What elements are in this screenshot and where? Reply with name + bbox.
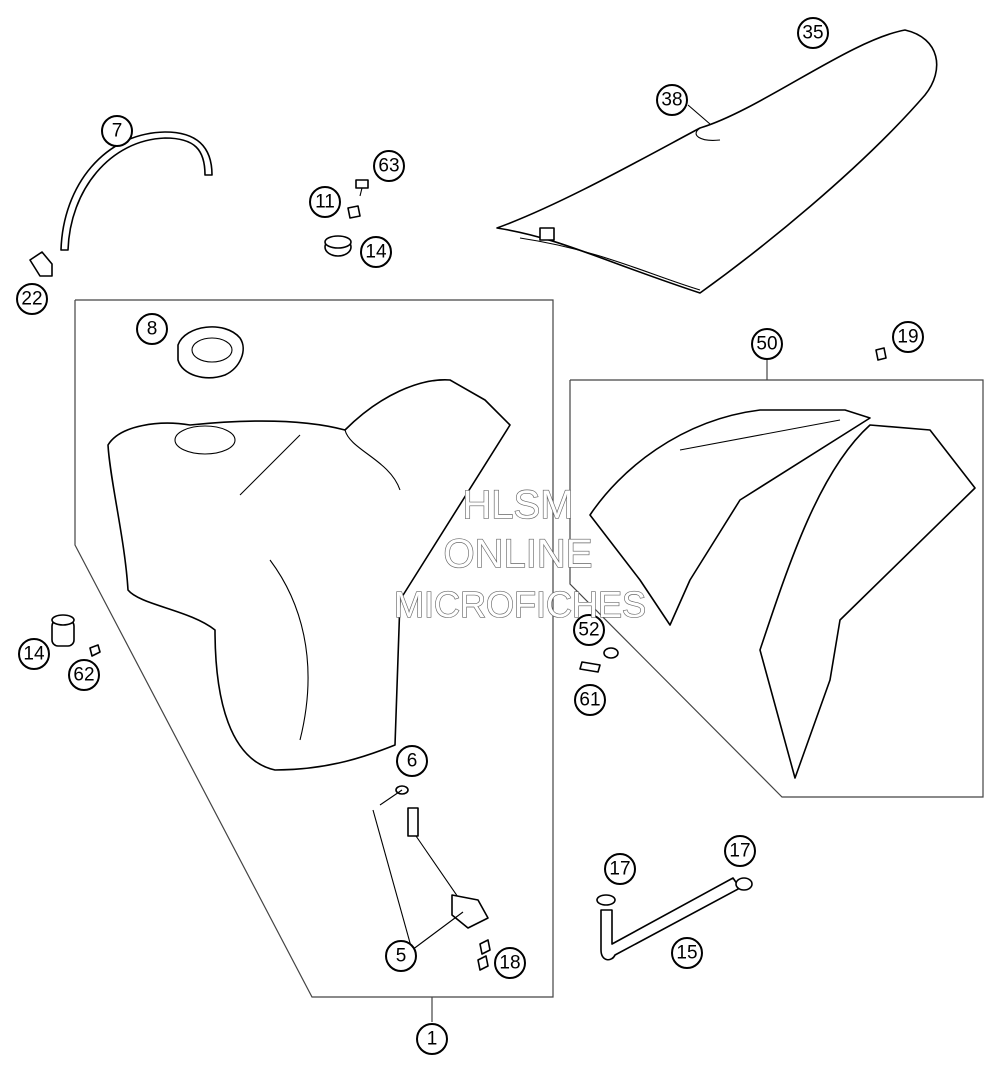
screw-63-part (355, 179, 369, 197)
callout-52-label: 52 (578, 620, 599, 641)
callout-7-label: 7 (112, 121, 123, 142)
watermark-line-3: MICROFICHES (394, 584, 646, 625)
fuel-hose-part (600, 877, 741, 961)
callout-62[interactable]: 62 (68, 659, 100, 691)
callout-5-label: 5 (396, 946, 407, 967)
callout-50[interactable]: 50 (751, 328, 783, 360)
fuel-tank-part (107, 379, 511, 771)
tank-spoiler-right-part (759, 424, 976, 779)
callout-17a-label: 17 (609, 859, 630, 880)
callout-14a-label: 14 (365, 242, 387, 263)
callout-61-label: 61 (579, 690, 600, 711)
screw-18b-part (477, 955, 489, 971)
callout-11-label: 11 (315, 192, 335, 213)
callout-1-label: 1 (427, 1029, 438, 1050)
leader-6 (379, 789, 403, 806)
screw-18-part (479, 939, 491, 955)
watermark-line-2: ONLINE (444, 532, 593, 576)
callout-1[interactable]: 1 (416, 1023, 448, 1055)
callout-62-label: 62 (73, 665, 94, 686)
callout-22-label: 22 (21, 289, 42, 310)
hose-clamp-17a-part (596, 894, 616, 906)
callout-18[interactable]: 18 (494, 947, 526, 979)
leader-5b (411, 911, 464, 951)
callout-17b-label: 17 (729, 841, 750, 862)
callout-22[interactable]: 22 (16, 283, 48, 315)
watermark: HLSM ONLINE MICROFICHES (393, 482, 646, 625)
callout-35[interactable]: 35 (797, 17, 829, 49)
fuel-tap-part (395, 785, 489, 929)
screw-61-part (579, 661, 601, 673)
bushing-14a-part (324, 235, 352, 257)
callout-15-label: 15 (676, 943, 697, 964)
callout-5[interactable]: 5 (385, 940, 417, 972)
nut-11-part (347, 205, 361, 219)
callout-14b[interactable]: 14 (18, 638, 50, 670)
leader-5a (372, 809, 413, 951)
screw-62-part (89, 644, 101, 657)
callout-50-label: 50 (756, 334, 777, 355)
hose-elbow-part (29, 251, 53, 277)
callout-63[interactable]: 63 (373, 150, 405, 182)
callout-61[interactable]: 61 (574, 684, 606, 716)
callout-8[interactable]: 8 (136, 313, 168, 345)
tank-spoiler-left-part (589, 409, 871, 626)
callout-38[interactable]: 38 (656, 84, 688, 116)
callout-17a[interactable]: 17 (604, 853, 636, 885)
callout-17b[interactable]: 17 (724, 835, 756, 867)
leader-38 (687, 104, 711, 125)
breather-hose-part (60, 131, 213, 251)
callout-19[interactable]: 19 (892, 321, 924, 353)
callout-14a[interactable]: 14 (360, 236, 392, 268)
callout-38-label: 38 (661, 90, 682, 111)
washer-52-part (603, 647, 619, 659)
watermark-line-1: HLSM (462, 483, 573, 527)
screw-19-part (875, 347, 887, 361)
bushing-14b-part (51, 614, 75, 647)
callout-15[interactable]: 15 (671, 937, 703, 969)
callout-19-label: 19 (897, 327, 918, 348)
spoiler-group-frame (569, 379, 984, 798)
callout-18-label: 18 (499, 953, 520, 974)
callout-7[interactable]: 7 (101, 115, 133, 147)
callout-14b-label: 14 (23, 644, 45, 665)
callout-11[interactable]: 11 (309, 186, 341, 218)
callout-52[interactable]: 52 (573, 614, 605, 646)
callout-6-label: 6 (407, 751, 418, 772)
callout-35-label: 35 (802, 23, 823, 44)
callout-63-label: 63 (378, 156, 399, 177)
seat-part (496, 29, 938, 294)
callout-6[interactable]: 6 (396, 745, 428, 777)
fuel-cap-part (177, 326, 244, 379)
callout-8-label: 8 (147, 319, 158, 340)
hose-clamp-17b-part (735, 877, 753, 891)
